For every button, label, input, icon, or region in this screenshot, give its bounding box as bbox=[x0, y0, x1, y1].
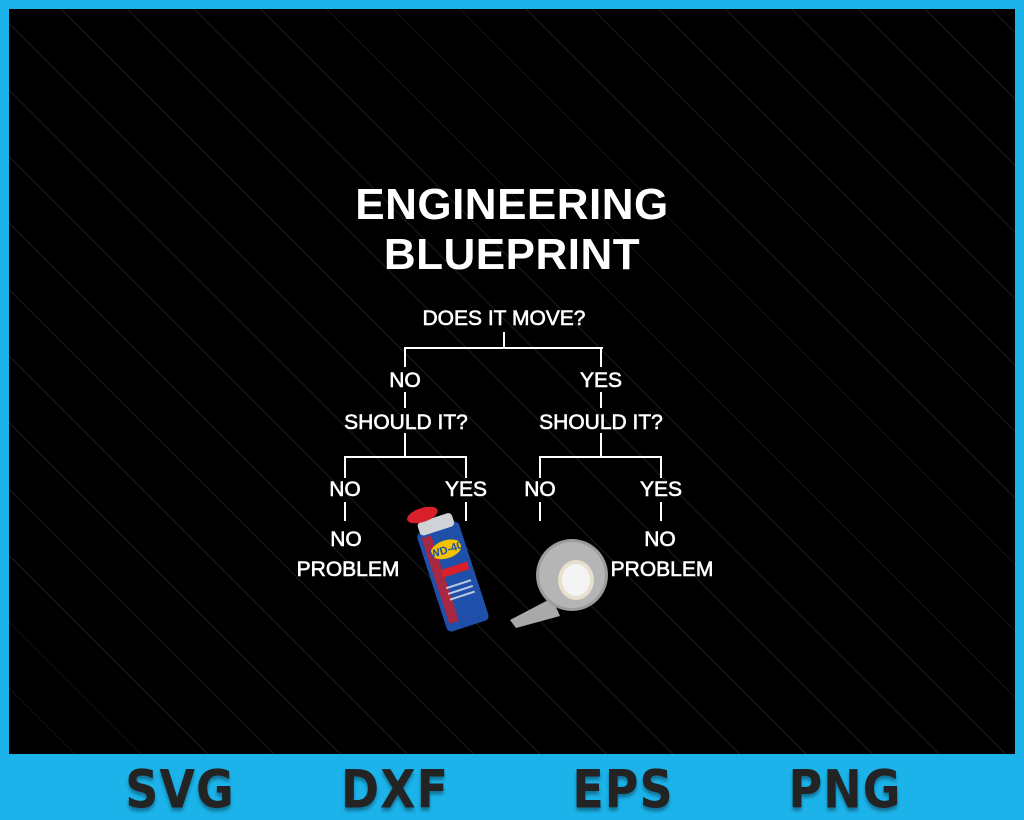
connector-line bbox=[344, 456, 467, 458]
format-dxf: DXF bbox=[340, 757, 450, 820]
wd40-can-icon: WD-40 bbox=[407, 506, 489, 632]
connector-line bbox=[600, 433, 602, 458]
title-line-1: ENGINEERING bbox=[355, 180, 669, 229]
left-no-result-line2: PROBLEM bbox=[296, 558, 400, 582]
format-svg: SVG bbox=[125, 757, 235, 820]
connector-line bbox=[404, 433, 406, 458]
connector-line bbox=[660, 456, 662, 478]
connector-line bbox=[404, 392, 406, 408]
duct-tape-icon bbox=[510, 539, 608, 628]
design-canvas bbox=[9, 9, 1015, 754]
right-question: SHOULD IT? bbox=[539, 411, 663, 435]
connector-line bbox=[404, 347, 406, 367]
connector-line bbox=[465, 502, 467, 521]
connector-line bbox=[344, 456, 346, 478]
format-png: PNG bbox=[788, 757, 902, 820]
connector-line bbox=[404, 347, 603, 349]
connector-line bbox=[600, 347, 602, 367]
right-no: NO bbox=[524, 478, 556, 502]
left-answer: NO bbox=[389, 369, 421, 393]
title-line-2: BLUEPRINT bbox=[383, 230, 641, 279]
left-question: SHOULD IT? bbox=[344, 411, 468, 435]
left-no: NO bbox=[329, 478, 361, 502]
connector-line bbox=[503, 332, 505, 349]
right-yes-result-line2: PROBLEM bbox=[610, 558, 714, 582]
right-answer: YES bbox=[579, 369, 623, 393]
connector-line bbox=[600, 392, 602, 408]
format-eps: EPS bbox=[572, 757, 674, 820]
connector-line bbox=[539, 456, 541, 478]
left-no-result-line1: NO bbox=[330, 528, 362, 552]
connector-line bbox=[344, 502, 346, 521]
connector-line bbox=[539, 456, 662, 458]
connector-line bbox=[539, 502, 541, 521]
right-yes: YES bbox=[639, 478, 683, 502]
root-question: DOES IT MOVE? bbox=[422, 307, 586, 331]
connector-line bbox=[660, 502, 662, 521]
connector-line bbox=[465, 456, 467, 478]
right-yes-result-line1: NO bbox=[644, 528, 676, 552]
left-yes: YES bbox=[444, 478, 488, 502]
